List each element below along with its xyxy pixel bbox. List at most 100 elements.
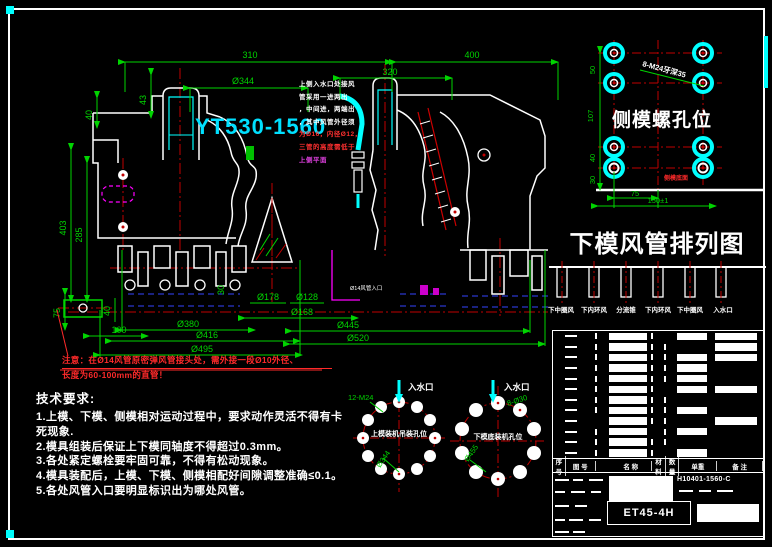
dim-d128: Ø128 (296, 292, 318, 302)
dim-d495: Ø495 (191, 344, 213, 354)
dim-43: 43 (138, 95, 148, 105)
pipe-annotation-line: 为Ø16，内径Ø12， (299, 131, 362, 139)
inlet-label-left: 入水口 (407, 382, 434, 392)
dim-d344: Ø344 (232, 76, 254, 86)
drawing-title: YT530-1560 (195, 114, 326, 139)
base-plane-label: 侧模底面 (664, 174, 688, 182)
bom-header-qty: 数量 (666, 455, 680, 476)
bom-row (553, 437, 763, 448)
dim-100: 100 (111, 325, 126, 335)
dim-107: 107 (586, 110, 595, 123)
dim-40a: 40 (84, 110, 94, 120)
tech-req-line: 3.各处紧定螺栓要牢固可靠，不得有松动现象。 (36, 455, 274, 468)
dim-d178: Ø178 (257, 292, 279, 302)
dim-75: 75 (52, 308, 62, 318)
dim-d416: Ø416 (196, 330, 218, 340)
pipe-label-2: 下内环风 (581, 305, 608, 314)
bom-row (553, 331, 763, 342)
bom-row (553, 426, 763, 437)
pipe-annotation-line: ，中间进，两端出 (299, 106, 355, 114)
pipe-label-4: 下内环风 (645, 305, 672, 314)
detail-dim-lines (591, 46, 717, 209)
pipe-annotation: 上侧入水口处接风 管采用一进两出 ，中间进，两端出 ，其中风管外径须 为Ø16，… (299, 79, 369, 167)
note-leader (56, 309, 322, 371)
bom-header-remark: 备 注 (717, 460, 763, 471)
dim-d380: Ø380 (177, 319, 199, 329)
bolt-count-left: 12-M24 (348, 393, 373, 402)
bom-row (553, 448, 763, 459)
left-mold-outline (92, 87, 258, 287)
pipe-annotation-line: 上侧入水口处接风 (299, 81, 355, 88)
dim-30: 30 (588, 176, 597, 184)
dim-30r: 30 (216, 285, 226, 295)
bom-row (553, 363, 763, 374)
bom-header-material: 材料 (652, 455, 666, 476)
title-block-white-cell (697, 504, 759, 523)
dimension-lines (62, 59, 559, 358)
right-mold-outline (369, 77, 548, 295)
dim-400: 400 (464, 50, 479, 60)
warning-note: 注意：在Ø14风管原密弹风管接头处，需外接一段Ø10外径、 长度为60-100m… (62, 354, 332, 382)
pipe-label-1: 下中圈风 (548, 305, 575, 314)
air-pipe (331, 93, 439, 301)
edge-cyan-mark (764, 36, 768, 88)
splitter-cone (250, 195, 294, 263)
pipe-label-3: 分流锥 (616, 305, 636, 314)
center-label-left: 上模装机吊装孔位 (371, 429, 427, 438)
pipe-annotation-line: 三管的高度需低于 (299, 143, 355, 151)
pipe-annotation-line: ，其中风管外径须 (299, 118, 355, 126)
circle-dia-right: Ø455 (462, 443, 480, 463)
lower-mold-hole-diagram: 入水口 8-Ø30 Ø455 下模底装机孔位 (450, 380, 546, 500)
right-mold-details (377, 89, 491, 231)
bom-header-name: 名 称 (610, 460, 653, 471)
dim-285: 285 (74, 227, 84, 242)
tech-req-line: 1.上模、下模、侧模相对运动过程中，要求动作灵活不得有卡 (36, 411, 343, 423)
technical-requirements: 技术要求: 1.上模、下模、侧模相对运动过程中，要求动作灵活不得有卡 死现象. … (36, 388, 446, 499)
tech-req-title: 技术要求: (36, 392, 96, 406)
bom-row (553, 384, 763, 395)
corner-handle-top-left (6, 6, 14, 14)
bom-row (553, 342, 763, 353)
center-label-right: 下模底装机孔位 (474, 432, 523, 441)
dim-320: 320 (382, 67, 397, 77)
pipe-layout-title: 下模风管排列图 (570, 230, 745, 258)
pipe-label-5: 下中圈风 (677, 305, 704, 314)
bom-header-row: 序号 图 号 名 称 材料 数量 单重 备 注 (553, 455, 763, 476)
bom-header-seq: 序号 (553, 455, 566, 476)
company-name-block (609, 476, 673, 502)
side-mold-detail-title: 侧模螺孔位 (612, 108, 712, 131)
pipe-inlet-small-label: Ø14风管入口 (350, 284, 382, 292)
dim-40b: 40 (102, 306, 112, 316)
sheet-border (8, 8, 765, 540)
dim-40: 40 (588, 154, 597, 162)
bom-row (553, 373, 763, 384)
corner-handle-bottom-left (6, 530, 14, 538)
tech-req-line: 4.模具装配后，上模、下模、侧模相配好间隙调整准确≤0.1。 (36, 470, 343, 483)
tech-req-line: 死现象. (36, 425, 74, 438)
dim-d168: Ø168 (291, 307, 313, 317)
title-block-bottom: H10401-1560-C ET45-4H (553, 473, 763, 537)
inlet-label-right: 入水口 (503, 382, 530, 392)
left-mold-details (63, 96, 254, 318)
tech-req-line: 5.各处风管入口要明显标识出为哪处风管。 (36, 484, 252, 497)
upper-mold-hole-diagram: 入水口 12-M24 Ø344 上模装机吊装孔位 (348, 380, 445, 492)
bom-row (553, 416, 763, 427)
pipe-labels: 下中圈风 下内环风 分流锥 下内环风 下中圈风 入水口 (548, 305, 733, 314)
bom-row (553, 352, 763, 363)
main-section-view: 310 400 Ø344 320 43 40 403 285 75 40 100… (52, 50, 559, 371)
dim-d520: Ø520 (347, 333, 369, 343)
warning-note-line2: 长度为60-100mm的直管！ (62, 370, 168, 380)
pipe-label-6: 入水口 (712, 305, 733, 314)
tech-req-line: 2.模具组装后保证上下模同轴度不得超过0.3mm。 (36, 440, 289, 453)
bom-title-block: 序号 图 号 名 称 材料 数量 单重 备 注 H10401-1560-C ET… (552, 330, 764, 537)
dim-150: 150±1 (648, 196, 669, 205)
dim-403: 403 (58, 220, 68, 235)
bom-row (553, 395, 763, 406)
dim-310: 310 (242, 50, 257, 60)
dim-50: 50 (588, 66, 597, 74)
drawing-number: H10401-1560-C (677, 476, 731, 484)
bom-header-dwg: 图 号 (566, 460, 596, 471)
pipes (556, 261, 727, 303)
